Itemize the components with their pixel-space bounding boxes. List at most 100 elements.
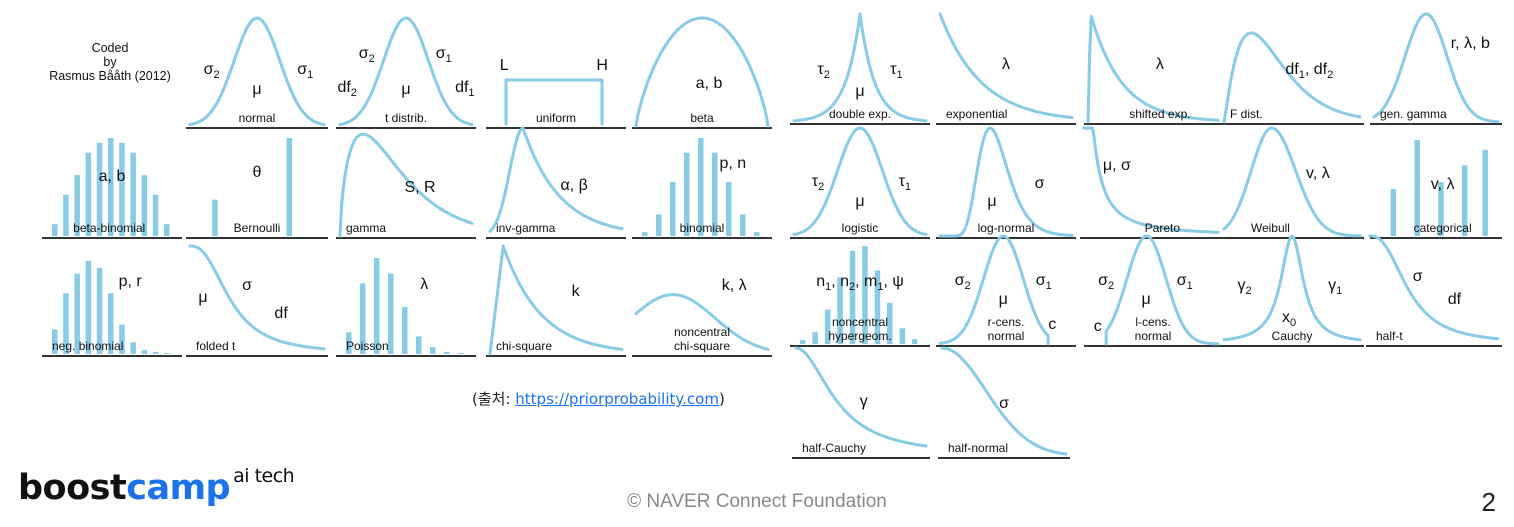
bar [656,214,662,236]
parameter-label: μ [252,81,261,98]
bar [740,214,746,236]
distribution-name: exponential [946,107,1007,121]
cell-shifted-exp: shifted exp.λ [1084,14,1222,125]
bar [754,232,760,236]
bar [824,309,831,344]
bar [152,352,159,354]
parameter-label: k [572,283,581,300]
parameter-label: H [596,57,608,74]
logo-part-aitech: ai tech [233,465,295,487]
distribution-name: chi-square [674,339,730,353]
bar [360,283,366,354]
density-curve [792,12,928,123]
cell-categorical: categorical v, λ [1370,140,1502,239]
density-curve [794,346,928,448]
parameter-label: c [1094,318,1102,335]
cell-neg-binomial: neg. binomial p, r [42,260,182,357]
bar [96,267,103,354]
parameter-label: μ [987,193,996,210]
parameter-label: df [274,305,288,322]
parameter-label: v, λ [1306,165,1330,182]
source-citation: (출처: https://priorprobability.com) [472,388,725,409]
distribution-name: neg. binomial [52,339,123,353]
density-curve [1222,234,1362,342]
bar [152,194,159,236]
distribution-name: t distrib. [385,111,427,125]
bar [74,175,80,236]
bar [52,224,58,236]
density-curve [338,132,474,238]
source-prefix: (출처: [472,390,516,408]
distribution-name: l-cens. [1135,315,1170,329]
parameter-label: τ1​ [899,173,911,193]
parameter-label: df1​ [455,79,474,99]
density-curve [1368,234,1500,341]
bar [63,194,69,236]
bar [684,152,690,236]
bar [1482,149,1488,236]
density-curve [634,16,770,128]
source-link[interactable]: https://priorprobability.com [515,390,719,408]
distribution-name: folded t [196,339,236,353]
bar [1390,189,1397,236]
parameter-label: μ [855,83,864,100]
density-curve [938,234,1050,346]
density-curve [338,16,474,127]
parameter-label: μ [198,289,207,306]
density-curve [1086,14,1220,124]
source-suffix: ) [718,390,725,408]
parameter-label: df2​ [337,79,356,99]
bar [912,339,918,344]
distribution-name: inv-gamma [496,221,556,235]
bar [96,142,103,236]
parameter-label: θ [253,164,262,181]
distribution-name: normal [988,329,1025,343]
distribution-name: double exp. [829,107,891,121]
bar [119,142,125,236]
parameter-label: σ2​ [955,272,971,292]
parameter-label: γ1​ [1328,277,1342,297]
bar [74,273,80,354]
distribution-name: Poisson [346,339,389,353]
bar [712,152,718,236]
bar [85,152,92,236]
distribution-name: half-normal [948,441,1008,455]
bar [141,175,148,236]
credit-line-3: Rasmus Bååth (2012) [49,69,171,83]
distribution-name: hypergeom. [828,329,891,343]
distribution-name: gen. gamma [1380,107,1447,121]
bar [800,340,806,344]
parameter-label: λ [420,276,428,293]
author-credit: Coded by Rasmus Bååth (2012) [30,41,190,83]
distribution-name: normal [239,111,276,125]
parameter-label: γ [860,393,868,410]
bar [1461,165,1468,236]
density-curve [188,244,326,351]
parameter-label: σ1​ [436,45,452,65]
distribution-name: uniform [536,111,576,125]
parameter-label: k, λ [722,277,747,294]
bar [164,353,170,354]
distribution-name: Pareto [1145,221,1181,235]
distribution-name: chi-square [496,339,552,353]
parameter-label: v, λ [1431,176,1455,193]
parameter-label: p, r [119,273,143,290]
distribution-name: binomial [680,221,725,235]
bar [899,328,906,344]
distribution-name: categorical [1414,221,1472,235]
density-curve [940,346,1068,456]
parameter-label: σ [1035,175,1045,192]
